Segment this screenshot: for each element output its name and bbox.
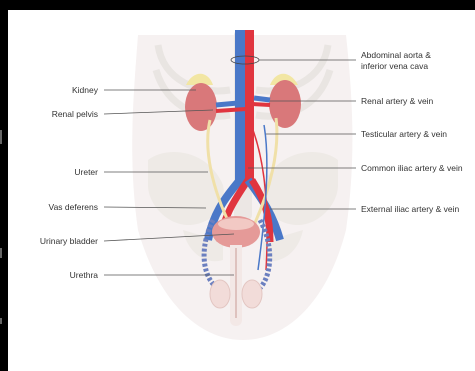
right-renal-vein (254, 98, 270, 100)
strip-mark (0, 318, 2, 324)
label-common-iliac: Common iliac artery & vein (361, 163, 463, 174)
left-black-strip (0, 0, 8, 371)
label-ureter: Ureter (74, 167, 98, 178)
label-renal-artery-vein: Renal artery & vein (361, 96, 433, 107)
label-external-iliac: External iliac artery & vein (361, 204, 459, 215)
right-renal-artery (252, 104, 270, 105)
abdominal-aorta (245, 30, 254, 185)
anatomy-diagram-panel: Kidney Renal pelvis Ureter Vas deferens … (8, 10, 475, 371)
bladder-dome (218, 218, 254, 230)
label-kidney: Kidney (72, 85, 98, 96)
label-renal-pelvis: Renal pelvis (52, 109, 98, 120)
right-kidney (269, 80, 301, 128)
left-renal-vein (216, 103, 238, 105)
right-testis (242, 280, 262, 308)
label-vas-deferens: Vas deferens (49, 202, 98, 213)
strip-mark (0, 248, 2, 258)
left-testis (210, 280, 230, 308)
label-urethra: Urethra (70, 270, 98, 281)
strip-mark (0, 130, 2, 144)
label-abdominal-aorta-line1: Abdominal aorta & (361, 50, 431, 61)
left-renal-artery (216, 109, 246, 111)
label-urinary-bladder: Urinary bladder (40, 236, 98, 247)
label-testicular-artery-vein: Testicular artery & vein (361, 129, 447, 140)
label-abdominal-aorta-line2: inferior vena cava (361, 61, 428, 72)
